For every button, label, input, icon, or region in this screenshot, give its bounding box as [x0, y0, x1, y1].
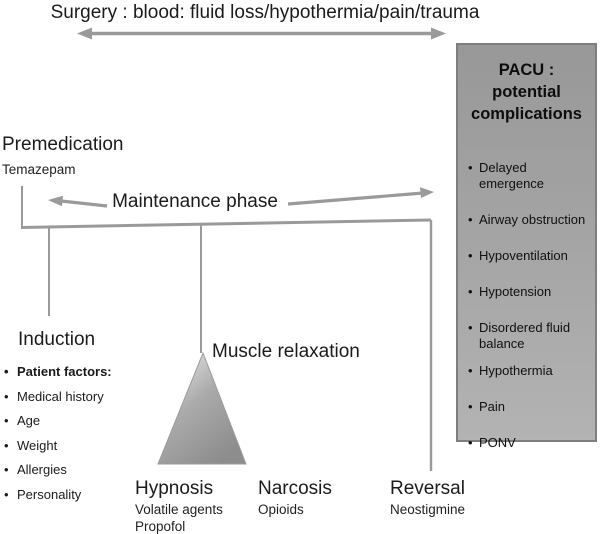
reversal-label: Reversal — [390, 478, 465, 499]
reversal-block: Reversal Neostigmine — [390, 478, 465, 519]
list-item: Airway obstruction — [468, 212, 591, 228]
narcosis-drug-opioids: Opioids — [258, 502, 304, 517]
list-item: Delayed emergence — [468, 160, 591, 192]
narcosis-block: Narcosis Opioids — [258, 478, 332, 519]
maintenance-left-arrow-line — [59, 199, 108, 208]
muscle-relaxation-triangle — [157, 351, 247, 465]
induction-label: Induction — [18, 329, 96, 350]
surgery-banner-title: Surgery : blood: fluid loss/hypothermia/… — [50, 2, 480, 23]
timeline-horizontal-line — [20, 218, 432, 229]
patient-factors-heading: Patient factors: — [4, 360, 112, 385]
list-item: Medical history — [4, 385, 112, 410]
muscle-relaxation-label: Muscle relaxation — [212, 341, 360, 362]
hypnosis-drug-propofol: Propofol — [135, 518, 186, 534]
maintenance-arrowhead-left-icon — [48, 195, 63, 207]
list-item: Hypoventilation — [468, 248, 591, 264]
surgery-arrowhead-left-icon — [77, 27, 92, 40]
list-item: Hypotension — [468, 284, 591, 300]
hypnosis-label: Hypnosis — [135, 478, 214, 499]
reversal-drug-neostigmine: Neostigmine — [390, 502, 466, 517]
list-item: Weight — [4, 434, 112, 459]
list-item: Pain — [468, 399, 591, 415]
list-item: Allergies — [4, 458, 112, 483]
surgery-arrowhead-right-icon — [431, 27, 446, 40]
list-item: Age — [4, 409, 112, 434]
pacu-complications-list: Delayed emergence Airway obstruction Hyp… — [468, 160, 591, 451]
list-item: Personality — [4, 483, 112, 508]
narcosis-label: Narcosis — [258, 478, 332, 499]
patient-factors-list: Patient factors: Medical history Age Wei… — [4, 360, 112, 507]
list-item: PONV — [468, 435, 591, 451]
hypnosis-block: Hypnosis Volatile agents Propofol — [135, 478, 223, 534]
premedication-label: Premedication — [2, 134, 124, 155]
maintenance-right-arrow-line — [287, 191, 424, 206]
maintenance-phase-label: Maintenance phase — [112, 191, 278, 212]
premedication-drug-label: Temazepam — [2, 162, 76, 177]
list-item: Disordered fluid balance — [468, 320, 591, 352]
hypnosis-drug-volatile: Volatile agents — [135, 502, 223, 517]
pacu-complications-panel: PACU : potential complications Delayed e… — [456, 43, 597, 451]
pacu-panel-title: PACU : potential complications — [471, 61, 582, 123]
maintenance-arrowhead-right-icon — [420, 187, 434, 198]
list-item: Hypothermia — [468, 363, 591, 379]
